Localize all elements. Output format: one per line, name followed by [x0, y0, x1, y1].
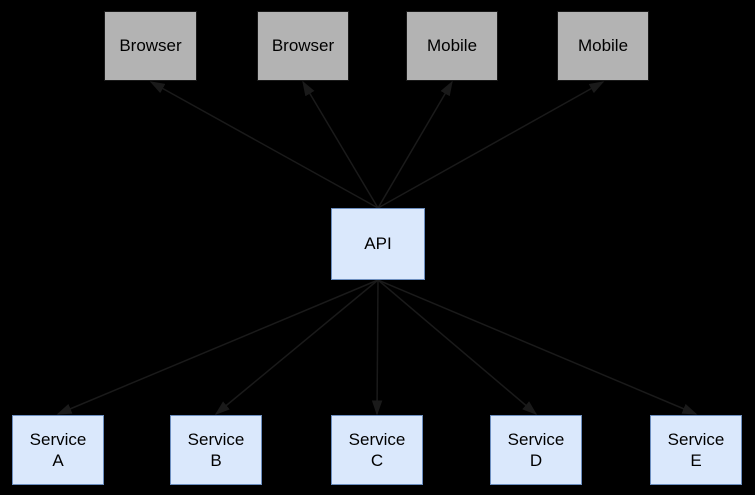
- edge-api-to-service-b: [214, 279, 379, 415]
- node-service-b-label-line2: B: [210, 451, 222, 470]
- node-service-d: Service D: [490, 415, 582, 485]
- edge-api-to-browser-1: [149, 81, 379, 209]
- node-service-b-label-line1: Service: [187, 429, 245, 449]
- node-service-e-label-line1: Service: [667, 429, 725, 449]
- node-service-e-label-line2: E: [690, 451, 702, 470]
- edge-api-to-service-d: [377, 279, 538, 415]
- node-mobile-1-label: Mobile: [426, 36, 478, 56]
- node-browser-1-label: Browser: [119, 36, 182, 56]
- edge-api-to-service-e: [377, 279, 698, 415]
- node-service-a-label-line2: A: [52, 451, 64, 470]
- node-browser-2-label: Browser: [271, 36, 335, 56]
- node-mobile-2-label: Mobile: [577, 36, 629, 56]
- node-service-d-label-line1: Service: [507, 429, 565, 449]
- node-service-e: Service E: [650, 415, 742, 485]
- node-service-c: Service C: [331, 415, 423, 485]
- node-service-d-label-line2: D: [529, 451, 543, 470]
- node-mobile-1: Mobile: [406, 11, 498, 81]
- node-service-c-label-line1: Service: [348, 429, 406, 449]
- edge-api-to-mobile-1: [377, 80, 453, 209]
- node-browser-2: Browser: [257, 11, 349, 81]
- node-mobile-2: Mobile: [557, 11, 649, 81]
- node-service-c-label-line2: C: [370, 451, 384, 470]
- node-api-label: API: [364, 234, 392, 254]
- edge-api-to-service-c: [371, 279, 383, 416]
- edge-api-to-service-a: [56, 279, 379, 415]
- node-api: API: [331, 208, 425, 280]
- node-service-b: Service B: [170, 415, 262, 485]
- edge-api-to-mobile-2: [377, 81, 605, 209]
- node-browser-1: Browser: [104, 11, 197, 81]
- edge-api-to-browser-2: [302, 80, 379, 209]
- node-service-a-label-line1: Service: [29, 429, 87, 449]
- node-service-a: Service A: [12, 415, 104, 485]
